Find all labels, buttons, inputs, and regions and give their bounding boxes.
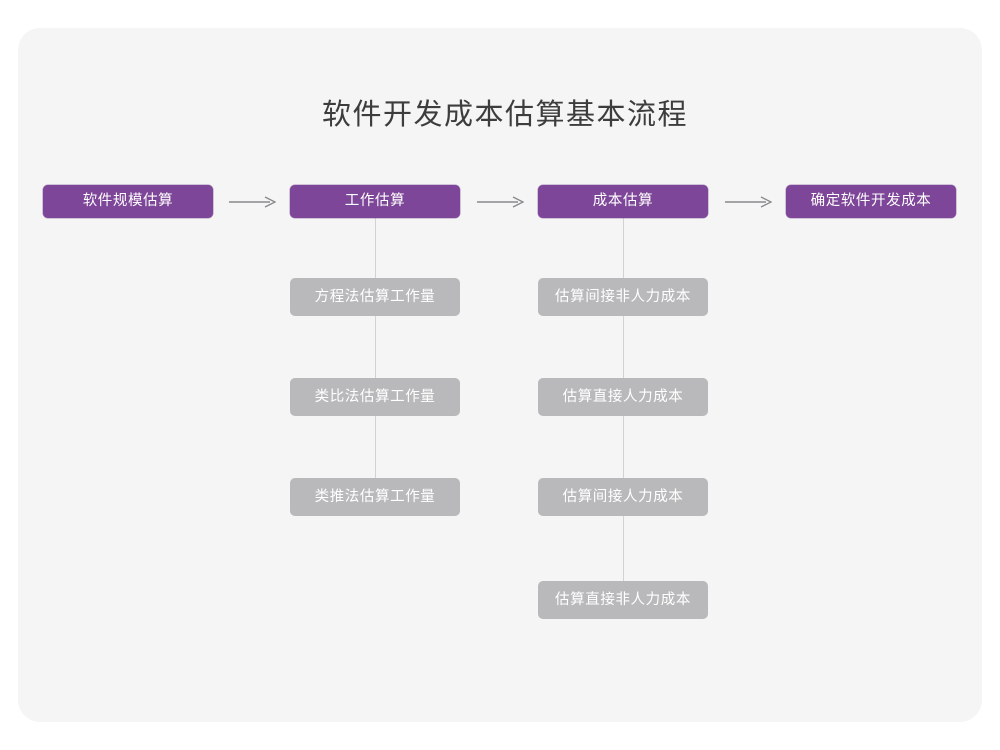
connector-line-branch-work	[375, 218, 376, 516]
sub-node-branch-cost-4[interactable]: 估算直接非人力成本	[538, 581, 708, 619]
connector-line-branch-cost	[623, 218, 624, 619]
sub-node-branch-cost-1[interactable]: 估算间接非人力成本	[538, 278, 708, 316]
sub-node-branch-cost-3[interactable]: 估算间接人力成本	[538, 478, 708, 516]
sub-node-branch-work-3[interactable]: 类推法估算工作量	[290, 478, 460, 516]
sub-node-branch-work-1[interactable]: 方程法估算工作量	[290, 278, 460, 316]
page-title: 软件开发成本估算基本流程	[321, 99, 688, 131]
stage-node-3[interactable]: 成本估算	[538, 185, 708, 218]
flow-arrow-icon	[724, 195, 772, 209]
sub-node-branch-cost-2[interactable]: 估算直接人力成本	[538, 378, 708, 416]
flow-arrow-icon	[228, 195, 276, 209]
stage-node-2[interactable]: 工作估算	[290, 185, 460, 218]
flow-arrow-icon	[476, 195, 524, 209]
sub-node-branch-work-2[interactable]: 类比法估算工作量	[290, 378, 460, 416]
stage-node-4[interactable]: 确定软件开发成本	[786, 185, 956, 218]
stage-node-1[interactable]: 软件规模估算	[43, 185, 213, 218]
content-card	[18, 28, 982, 722]
